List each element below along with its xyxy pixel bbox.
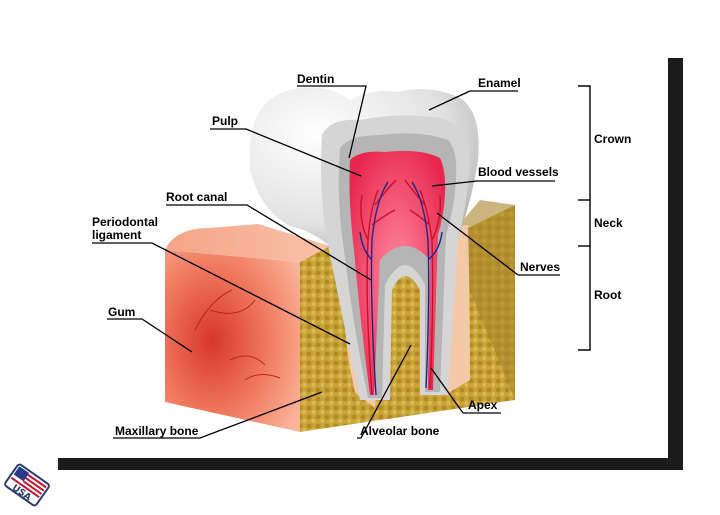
region-neck: Neck [594,216,623,230]
label-blood-vessels: Blood vessels [478,165,559,179]
label-periodontal-line1: Periodontal [92,215,159,229]
leader-lines [92,85,560,439]
label-root-canal: Root canal [166,190,228,204]
label-pulp: Pulp [212,114,238,128]
label-nerves: Nerves [520,260,561,274]
region-bracket [578,85,591,351]
label-periodontal-line2: ligament [92,228,142,242]
region-root: Root [594,288,622,302]
label-apex: Apex [468,398,498,412]
label-dentin: Dentin [297,72,335,86]
usa-flag-badge-icon: USA [2,460,52,510]
gum-front-face [165,250,300,432]
label-enamel: Enamel [478,76,521,90]
label-maxillary-bone: Maxillary bone [115,424,199,438]
blood-vessels [359,179,443,396]
gum-top-face [165,224,330,262]
gum-vein [194,289,281,381]
label-gum: Gum [108,305,136,319]
region-crown: Crown [594,132,632,146]
label-alveolar-bone: Alveolar bone [360,424,440,438]
